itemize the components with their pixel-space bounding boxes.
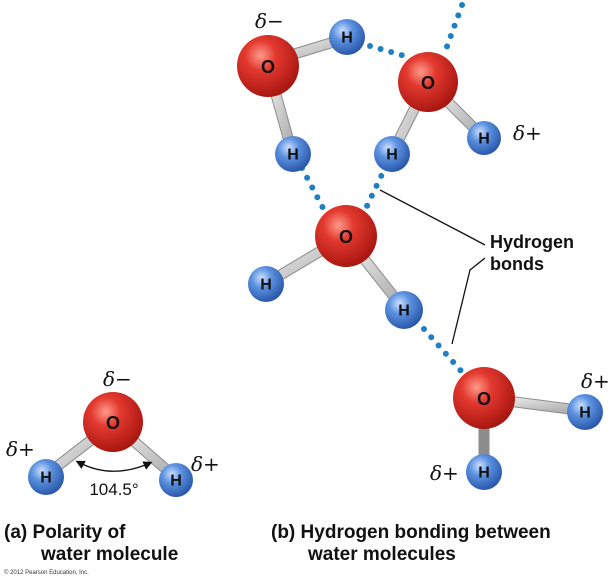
oxygen-atom <box>237 35 299 97</box>
hydrogen-atom <box>329 19 365 55</box>
caption-b-text1: Hydrogen bonding between <box>300 522 551 543</box>
caption-a-text1: Polarity of <box>32 522 126 543</box>
caption-b-text2: water molecules <box>308 544 456 565</box>
oxygen-atom <box>315 205 377 267</box>
oxygen-atom <box>398 52 458 112</box>
hydrogen-bond-bottom <box>421 326 465 375</box>
hydrogen-atom <box>466 454 502 490</box>
hydrogen-atom <box>275 136 311 172</box>
hydrogen-bond-left <box>299 165 326 211</box>
oxygen-label: O <box>106 413 120 433</box>
oxygen-label: O <box>477 389 491 409</box>
hydrogen-bonds <box>299 2 465 375</box>
partial-positive-charge-a-right: δ+ <box>191 452 220 476</box>
hydrogen-bond-top <box>367 43 415 61</box>
caption-a-line1: (a) Polarity of <box>4 522 178 544</box>
partial-positive-charge-a-left: δ+ <box>6 437 35 461</box>
caption-b-tag: (b) <box>271 522 296 543</box>
hydrogen-label: H <box>260 277 272 294</box>
partial-negative-charge-b: δ− <box>255 9 284 33</box>
callout-leader-lower <box>451 257 486 345</box>
bond-angle-label: 104.5° <box>89 480 138 499</box>
molecule-a: O H H <box>28 392 193 497</box>
hydrogen-label: H <box>170 473 182 490</box>
hydrogen-label: H <box>579 405 591 422</box>
hydrogen-bonds-label-line1: Hydrogen <box>490 232 574 252</box>
hydrogen-label: H <box>398 303 410 320</box>
callout-leader-upper <box>379 189 486 246</box>
hydrogen-atom <box>385 291 423 329</box>
copyright-notice: © 2012 Pearson Education, Inc. <box>4 570 89 576</box>
hydrogen-label: H <box>287 147 299 164</box>
oxygen-label: O <box>421 73 435 93</box>
hydrogen-atom <box>159 463 193 497</box>
hydrogen-atom <box>248 266 284 302</box>
caption-b-line2: water molecules <box>271 544 551 566</box>
molecule-b4: O H H <box>453 367 603 490</box>
partial-positive-charge-b-right: δ+ <box>581 369 610 393</box>
caption-a-line2: water molecule <box>4 544 178 566</box>
oxygen-label: O <box>339 227 353 247</box>
hydrogen-label: H <box>40 470 52 487</box>
hydrogen-label: H <box>386 147 398 164</box>
oxygen-atom <box>83 392 143 452</box>
hydrogen-label: H <box>478 131 490 148</box>
molecule-b2: O H H <box>374 52 501 172</box>
caption-a-text2: water molecule <box>41 544 179 565</box>
oxygen-atom <box>453 367 515 429</box>
hydrogen-atom <box>28 459 64 495</box>
hydrogen-label: H <box>478 465 490 482</box>
hydrogen-bonds-label-line2: bonds <box>490 254 544 274</box>
caption-a-tag: (a) <box>4 522 28 543</box>
hydrogen-atom <box>374 136 410 172</box>
hydrogen-label: H <box>341 30 353 47</box>
hydrogen-atom <box>467 121 501 155</box>
hydrogen-atom <box>567 394 603 430</box>
caption-b-line1: (b) Hydrogen bonding between <box>271 522 551 544</box>
bond-angle-arrow <box>75 460 153 472</box>
partial-positive-charge-b-top: δ+ <box>513 121 542 145</box>
molecule-b3: O H H <box>248 205 423 329</box>
partial-negative-charge-a: δ− <box>103 367 132 391</box>
hydrogen-bond-right <box>364 163 389 209</box>
partial-positive-charge-b-bottom: δ+ <box>430 461 459 485</box>
molecule-b1: O H H <box>237 19 365 172</box>
hydrogen-bond-top-right-offscreen <box>442 2 465 55</box>
oxygen-label: O <box>261 57 275 77</box>
caption-a: (a) Polarity of water molecule <box>4 522 178 566</box>
caption-b: (b) Hydrogen bonding between water molec… <box>271 522 551 566</box>
